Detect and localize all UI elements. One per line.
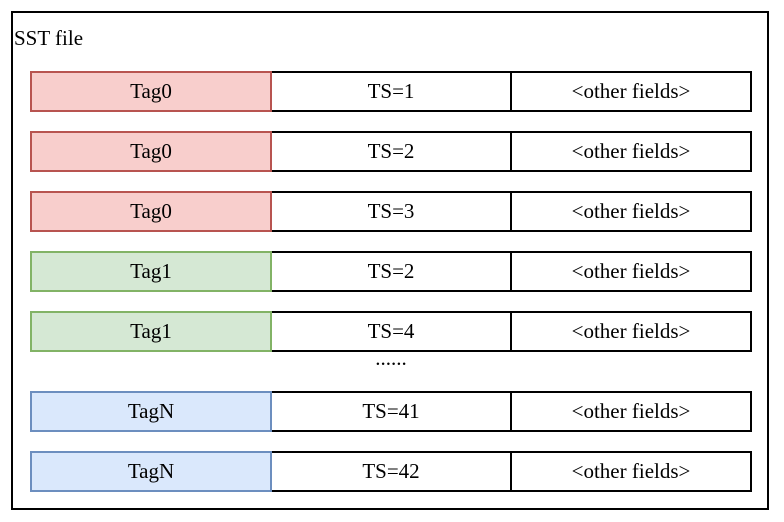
other-fields-cell: <other fields> bbox=[510, 451, 752, 492]
ellipsis-text: ...... bbox=[375, 346, 407, 370]
sst-file-frame bbox=[11, 11, 769, 510]
sst-row: TagN TS=42 <other fields> bbox=[30, 451, 752, 492]
sst-row: Tag0 TS=2 <other fields> bbox=[30, 131, 752, 172]
tag-cell: TagN bbox=[30, 451, 272, 492]
sst-row: Tag1 TS=4 <other fields> bbox=[30, 311, 752, 352]
timestamp-cell: TS=2 bbox=[270, 131, 512, 172]
tag-cell: Tag1 bbox=[30, 251, 272, 292]
sst-file-title: SST file bbox=[14, 26, 84, 50]
sst-row: Tag0 TS=3 <other fields> bbox=[30, 191, 752, 232]
tag-cell: Tag0 bbox=[30, 71, 272, 112]
other-fields-cell: <other fields> bbox=[510, 311, 752, 352]
tag-cell: TagN bbox=[30, 391, 272, 432]
sst-row: Tag1 TS=2 <other fields> bbox=[30, 251, 752, 292]
tag-cell: Tag1 bbox=[30, 311, 272, 352]
other-fields-cell: <other fields> bbox=[510, 71, 752, 112]
tag-cell: Tag0 bbox=[30, 131, 272, 172]
other-fields-cell: <other fields> bbox=[510, 391, 752, 432]
tag-cell: Tag0 bbox=[30, 191, 272, 232]
timestamp-cell: TS=4 bbox=[270, 311, 512, 352]
other-fields-cell: <other fields> bbox=[510, 251, 752, 292]
other-fields-cell: <other fields> bbox=[510, 191, 752, 232]
sst-row: Tag0 TS=1 <other fields> bbox=[30, 71, 752, 112]
timestamp-cell: TS=2 bbox=[270, 251, 512, 292]
other-fields-cell: <other fields> bbox=[510, 131, 752, 172]
timestamp-cell: TS=3 bbox=[270, 191, 512, 232]
timestamp-cell: TS=41 bbox=[270, 391, 512, 432]
timestamp-cell: TS=1 bbox=[270, 71, 512, 112]
timestamp-cell: TS=42 bbox=[270, 451, 512, 492]
sst-row: TagN TS=41 <other fields> bbox=[30, 391, 752, 432]
